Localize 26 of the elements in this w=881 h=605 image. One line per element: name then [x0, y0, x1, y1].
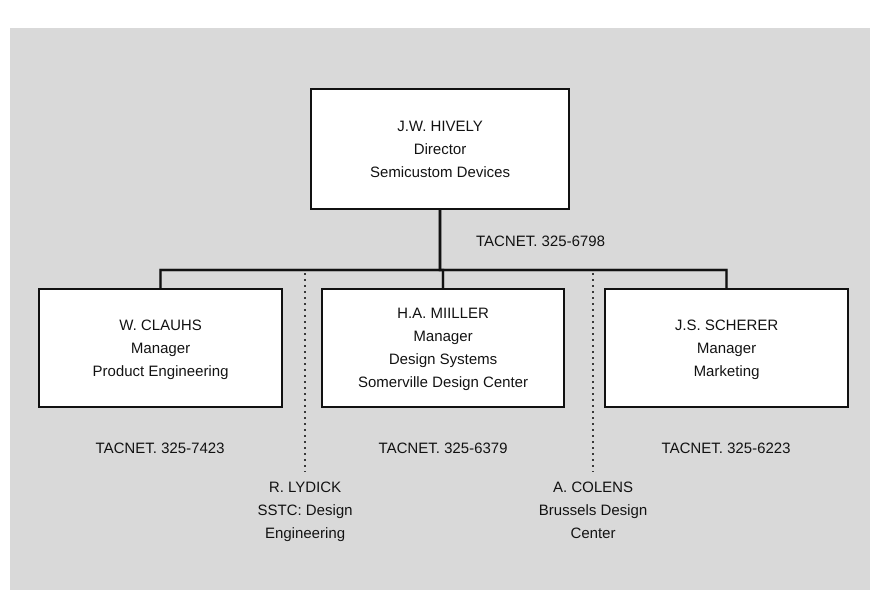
- position-title: Marketing: [694, 362, 760, 382]
- position-title: Somerville Design Center: [358, 373, 528, 393]
- position-title: Brussels Design Center: [538, 500, 648, 544]
- position-title: Manager: [696, 338, 756, 358]
- position-title: Manager: [413, 327, 473, 347]
- connector-line: [438, 210, 728, 288]
- person-name: W. CLAUHS: [119, 316, 202, 336]
- person-name: J.S. SCHERER: [674, 316, 778, 336]
- person-name: H.A. MIILLER: [397, 304, 489, 324]
- position-title: Manager: [130, 338, 190, 358]
- position-title: Design Systems: [388, 350, 498, 370]
- person-name: J.W. HIVELY: [397, 116, 483, 136]
- position-box: [321, 288, 565, 408]
- person-name: A. COLENS: [552, 478, 634, 498]
- phone-number: TACNET. 325-6223: [662, 440, 790, 457]
- position-box: [604, 288, 849, 408]
- phone-number: TACNET. 325-7423: [96, 440, 224, 457]
- position-box: [38, 288, 283, 408]
- person-name: R. LYDICK: [268, 478, 342, 498]
- position-title: Semicustom Devices: [370, 162, 510, 182]
- position-box: [310, 88, 570, 210]
- position-title: Product Engineering: [92, 362, 228, 382]
- phone-number: TACNET. 325-6798: [476, 233, 605, 250]
- position-title: SSTC: Design Engineering: [256, 500, 354, 544]
- phone-number: TACNET. 325-6379: [378, 440, 508, 457]
- position-title: Director: [414, 140, 466, 160]
